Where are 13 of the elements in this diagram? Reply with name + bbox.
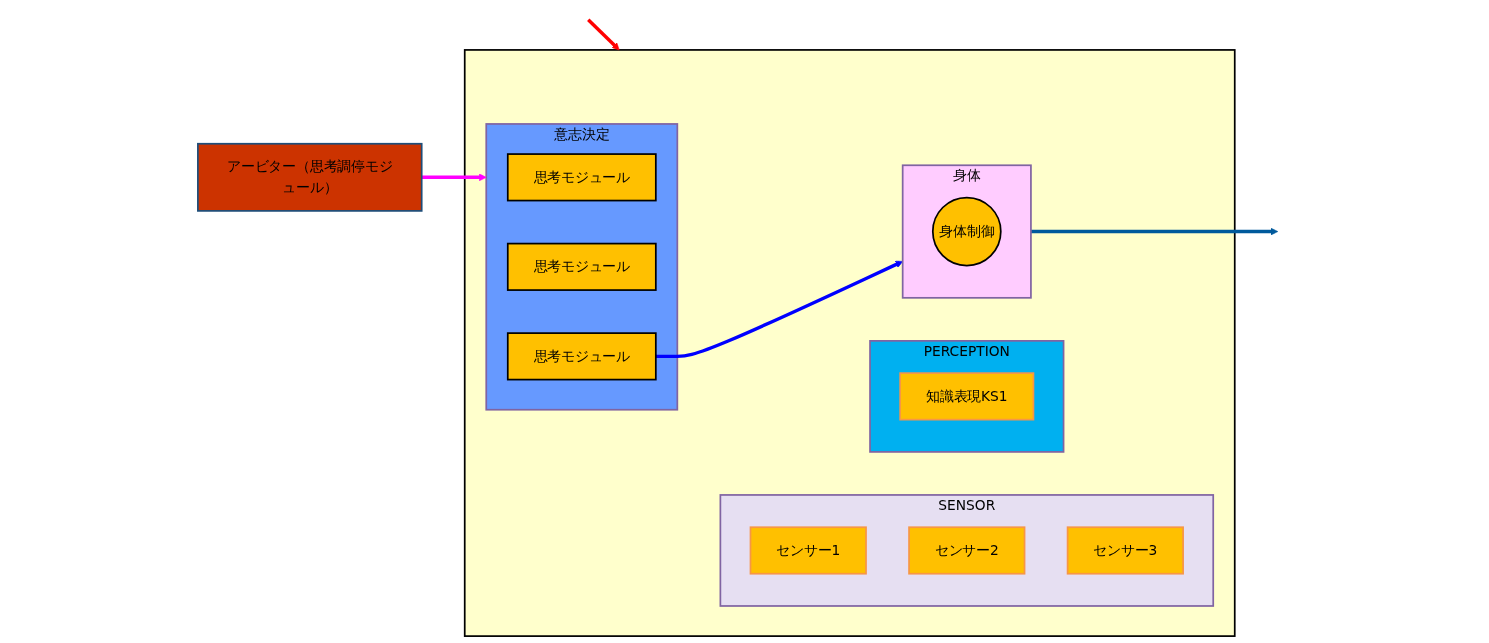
arrow	[1031, 227, 1279, 236]
node-box: 思考モジュール	[507, 242, 657, 291]
cluster	[464, 49, 1236, 637]
arrow	[421, 173, 487, 182]
node-box: アービター（思考調停モジュール）	[197, 142, 423, 212]
node-box: センサー1	[749, 526, 868, 575]
arrow	[587, 18, 620, 51]
node-circle: 身体制御	[932, 196, 1002, 267]
node-box: センサー2	[908, 526, 1026, 575]
node-box: 思考モジュール	[507, 332, 657, 381]
node-box: 思考モジュール	[507, 153, 657, 202]
node-box: 知識表現KS1	[899, 372, 1035, 421]
node-box: センサー3	[1066, 526, 1185, 575]
